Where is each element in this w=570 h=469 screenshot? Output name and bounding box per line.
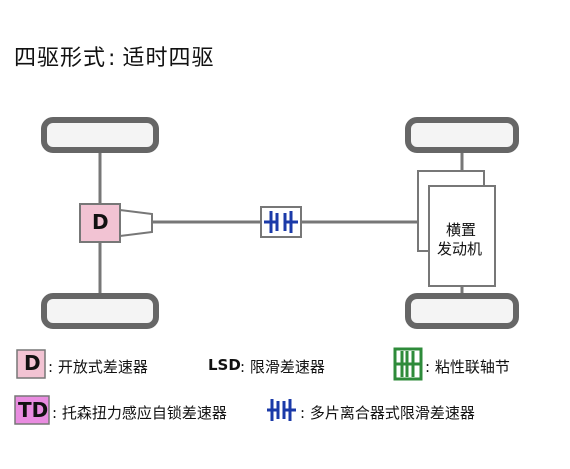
drive-type-value: 适时四驱 [122, 46, 215, 71]
legend-open-diff-badge: D [24, 351, 41, 375]
differential-pinion-housing [119, 208, 153, 238]
legend-lsd-text: : 限滑差速器 [240, 358, 325, 376]
engine-label-line2: 发动机 [437, 240, 483, 258]
legend-td-badge: TD [18, 398, 49, 422]
left-bottom-tire [41, 293, 159, 329]
legend-td-swatch [14, 395, 50, 425]
page-title: 四驱形式:适时四驱 [14, 40, 214, 72]
right-top-tire [405, 117, 519, 153]
viscous-coupling-icon [393, 347, 423, 381]
legend-open-diff-text: : 开放式差速器 [48, 358, 148, 376]
transverse-engine [428, 185, 496, 287]
legend-lsd-badge: LSD [208, 356, 241, 374]
drive-type-label: 四驱形式 [14, 46, 107, 71]
left-top-tire [41, 117, 159, 153]
rear-differential [79, 203, 121, 243]
legend-open-diff-swatch [16, 349, 46, 379]
title-separator: : [108, 46, 117, 71]
legend-multiplate-text: : 多片离合器式限滑差速器 [300, 404, 475, 422]
rear-differential-label: D [92, 210, 109, 234]
right-bottom-tire [405, 293, 519, 329]
legend-td-text: : 托森扭力感应自锁差速器 [52, 404, 227, 422]
multiplate-legend-icon [267, 399, 296, 421]
legend-viscous-text: : 粘性联轴节 [425, 358, 510, 376]
engine-label-line1: 横置 [446, 221, 477, 239]
